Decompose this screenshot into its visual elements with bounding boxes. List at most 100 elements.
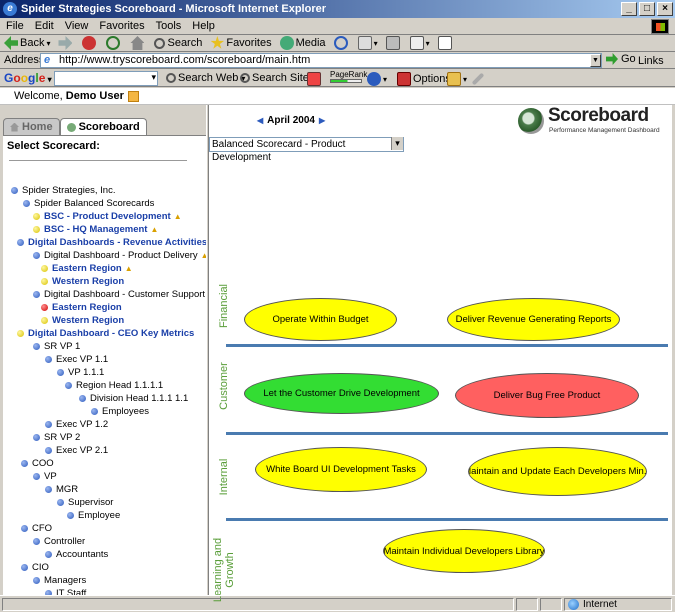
tree-item[interactable]: CFO [21,522,52,534]
highlight-button[interactable] [471,72,485,86]
objective-oval[interactable]: Maintain Individual Developers Library [383,529,545,573]
status-dot-icon [33,576,40,584]
tree-item[interactable]: Western Region [41,275,124,287]
tree-item[interactable]: Digital Dashboards - Revenue Activities [17,236,206,248]
tree-item[interactable]: Division Head 1.1.1 1.1 [79,392,188,404]
menu-help[interactable]: Help [192,20,215,32]
status-dot-icon [17,238,24,246]
refresh-button[interactable] [106,36,122,50]
search-site-button[interactable]: Search Site [240,72,309,84]
tree-item[interactable]: Exec VP 2.1 [45,444,108,456]
tree-item[interactable]: Digital Dashboard - Customer Support [33,288,205,300]
warning-icon: ▲ [201,251,206,260]
status-dot-icon [33,472,40,480]
tree-item[interactable]: CIO [21,561,49,573]
status-bar: Internet [0,595,675,612]
prev-month-button[interactable]: ◀ [257,116,264,125]
tree-item[interactable]: Managers [33,574,86,586]
links-button[interactable]: Links [638,55,664,67]
google-logo[interactable]: Google ▾ [4,70,52,85]
address-input[interactable]: http://www.tryscoreboard.com/scoreboard/… [40,53,602,68]
edit-profile-icon[interactable] [127,90,139,102]
folder-icon [447,72,461,86]
tree-item[interactable]: Controller [33,535,85,547]
google-search-input[interactable] [54,71,158,86]
tree-item[interactable]: BSC - HQ Management▲ [33,223,158,235]
go-button[interactable]: Go [606,53,636,65]
status-dot-icon [41,316,48,324]
mail-button[interactable]: ▾ [357,36,378,50]
tree-item[interactable]: Region Head 1.1.1.1 [65,379,163,391]
star-icon [210,36,225,49]
tab-scoreboard[interactable]: Scoreboard [59,118,147,135]
objective-oval[interactable]: Operate Within Budget [244,298,397,341]
tree-item-label: Western Region [52,275,125,287]
objective-oval[interactable]: White Board UI Development Tasks [255,447,427,492]
status-dot-icon [33,251,40,259]
edit-button[interactable]: ▾ [409,36,430,50]
options-button[interactable]: Options [397,72,451,86]
news-button[interactable] [307,72,323,86]
tree-item-label: Digital Dashboard - CEO Key Metrics [28,327,195,339]
tree-item[interactable]: VP 1.1.1 [57,366,104,378]
history-button[interactable] [333,36,350,50]
minimize-button[interactable]: _ [621,2,637,16]
tree-item[interactable]: Exec VP 1.2 [45,418,108,430]
menu-view[interactable]: View [64,20,89,32]
tab-home[interactable]: Home [3,118,60,135]
tree-item[interactable]: Employees [91,405,149,417]
tree-item-label: IT Staff [56,587,87,596]
forward-arrow-icon [58,36,73,50]
tree-item[interactable]: Digital Dashboard - Product Delivery▲ [33,249,206,261]
panel-splitter[interactable] [206,105,209,595]
folder-button[interactable]: ▾ [447,72,467,86]
tree-item[interactable]: COO [21,457,54,469]
tree-item-label: CFO [32,522,53,534]
menu-favorites[interactable]: Favorites [99,20,145,32]
tree-item[interactable]: Eastern Region▲ [41,262,133,274]
favorites-button[interactable]: Favorites [210,36,272,50]
media-button[interactable]: Media [279,36,326,50]
tree-item[interactable]: IT Staff [45,587,86,595]
objective-oval[interactable]: Deliver Bug Free Product [455,373,639,418]
objective-oval[interactable]: Maintain and Update Each Developers Min.… [468,447,647,496]
home-button[interactable] [130,36,146,50]
stop-button[interactable] [82,36,98,50]
tree-item[interactable]: VP [33,470,57,482]
scorecard-select[interactable]: Balanced Scorecard - Product Development [209,137,404,163]
home-icon [130,36,145,50]
tree-item[interactable]: MGR [45,483,78,495]
address-dropdown-button[interactable]: ▼ [590,54,601,67]
status-dot-icon [23,199,30,207]
tree-item[interactable]: Employee [67,509,120,521]
tree-item[interactable]: Accountants [45,548,108,560]
objective-oval[interactable]: Let the Customer Drive Development [244,373,439,414]
tree-item[interactable]: Spider Strategies, Inc. [11,184,115,196]
tree-item[interactable]: BSC - Product Development▲ [33,210,182,222]
status-dot-icon [17,329,24,337]
search-web-button[interactable]: Search Web▾ [166,72,245,84]
status-progress [516,598,538,611]
tree-item-label: Accountants [56,548,109,560]
tree-item[interactable]: Eastern Region [41,301,122,313]
tree-item[interactable]: Western Region [41,314,124,326]
maximize-button[interactable]: □ [639,2,655,16]
forward-button[interactable] [58,36,74,50]
objective-oval[interactable]: Deliver Revenue Generating Reports [447,298,620,341]
tree-item[interactable]: Exec VP 1.1 [45,353,108,365]
menu-tools[interactable]: Tools [155,20,182,32]
tree-item[interactable]: SR VP 1 [33,340,80,352]
search-button[interactable]: Search [154,37,202,49]
close-button[interactable]: × [657,2,673,16]
tree-item[interactable]: Supervisor [57,496,113,508]
tree-item[interactable]: Digital Dashboard - CEO Key Metrics [17,327,194,339]
discuss-button[interactable] [437,36,454,50]
next-month-button[interactable]: ▶ [318,116,326,125]
info-button[interactable]: ▾ [367,72,387,86]
back-button[interactable]: Back▾ [4,36,50,50]
menu-edit[interactable]: Edit [34,20,54,32]
tree-item[interactable]: SR VP 2 [33,431,80,443]
tree-item[interactable]: Spider Balanced Scorecards [23,197,154,209]
menu-file[interactable]: File [6,20,24,32]
print-button[interactable] [385,36,402,50]
